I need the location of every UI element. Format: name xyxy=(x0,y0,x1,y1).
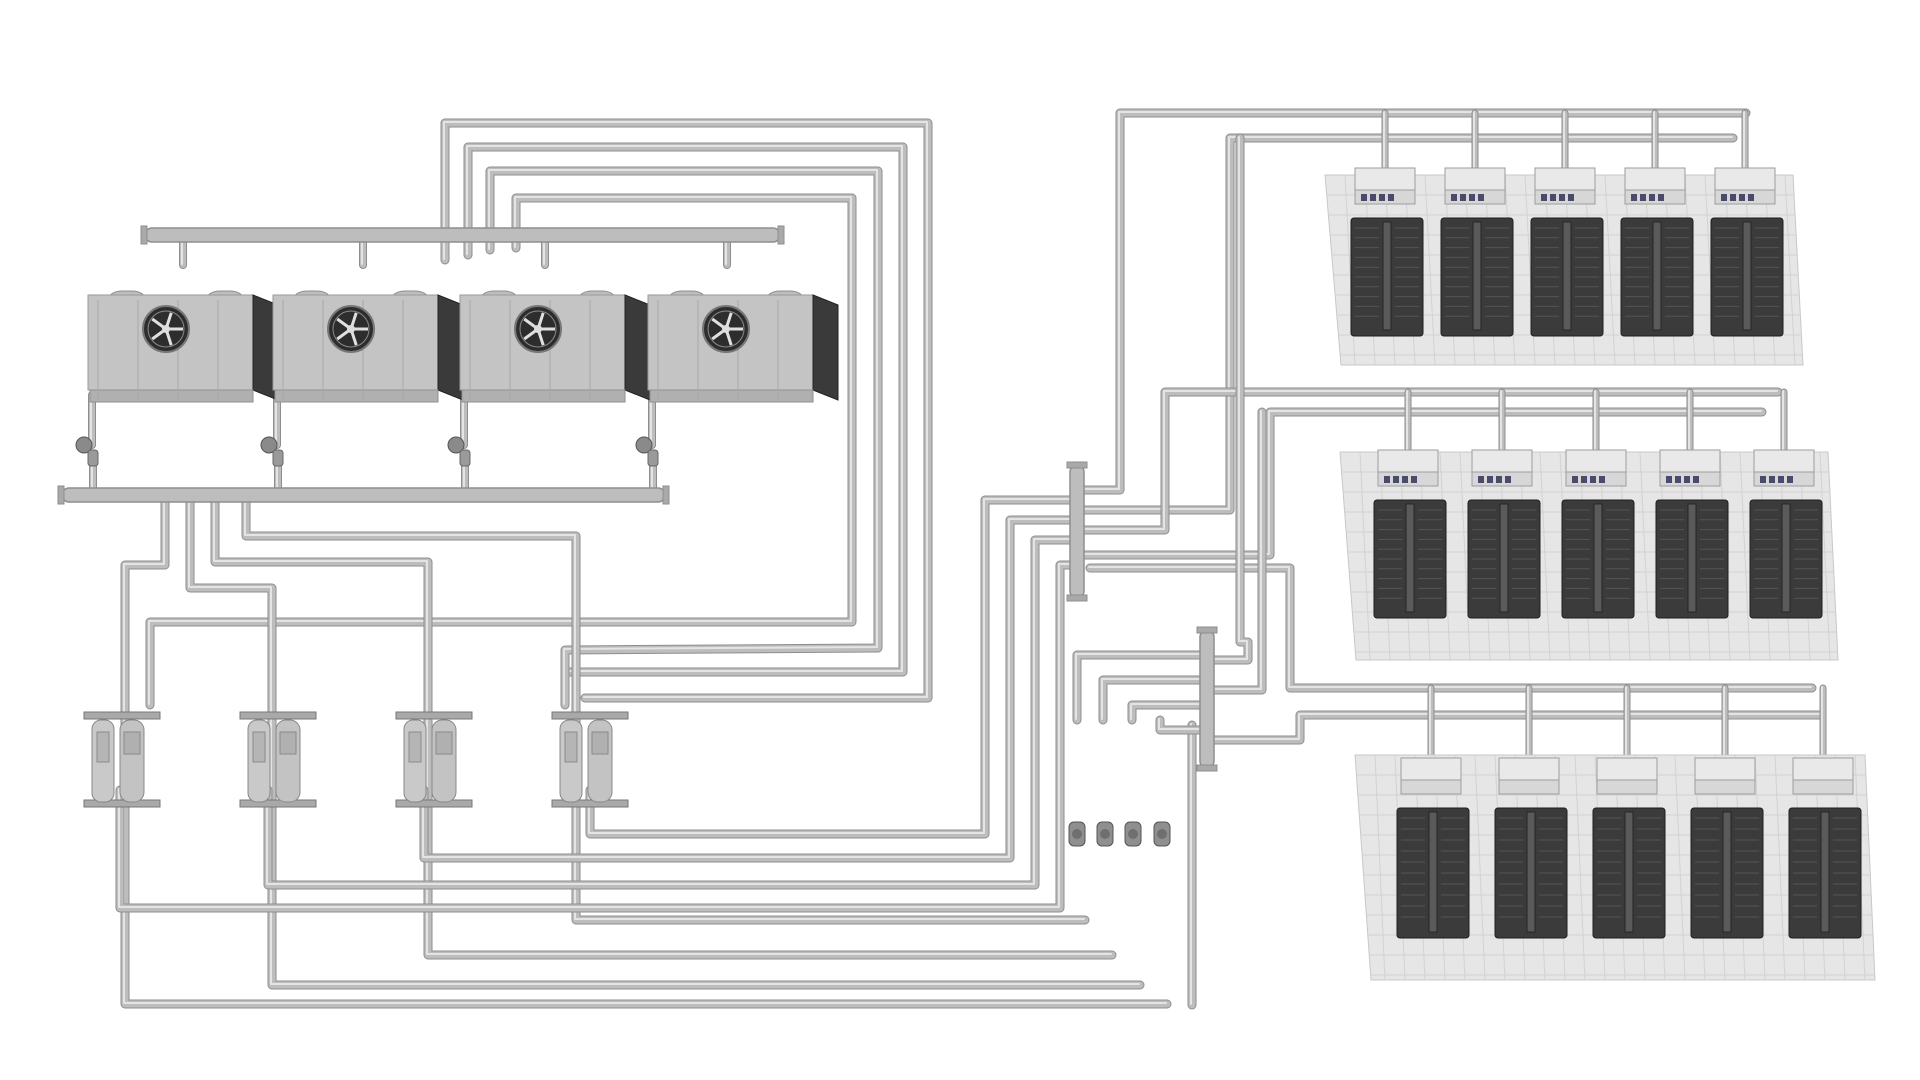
crac-unit xyxy=(1792,757,1854,795)
server-rack xyxy=(1530,217,1604,337)
pipe xyxy=(1077,387,1783,535)
pipe xyxy=(1498,388,1506,454)
pipe xyxy=(1203,133,1253,665)
server-rack xyxy=(1620,217,1694,337)
crac-unit xyxy=(1596,757,1658,795)
pipe xyxy=(1098,675,1205,725)
crac-unit xyxy=(1565,449,1627,487)
pipe-network xyxy=(88,108,1827,1010)
pipe xyxy=(1780,388,1788,454)
pipe xyxy=(1592,388,1600,454)
pipe xyxy=(115,560,1077,913)
pipe xyxy=(440,118,933,703)
pipe xyxy=(1427,684,1435,762)
crac-unit xyxy=(1498,757,1560,795)
pipe xyxy=(120,495,1172,1009)
chiller-3 xyxy=(395,711,473,808)
pipe xyxy=(241,495,1090,925)
pump-1 xyxy=(1068,821,1086,847)
return-manifold xyxy=(57,485,670,505)
pipe xyxy=(1072,650,1205,725)
pipe xyxy=(1686,388,1694,454)
pipe xyxy=(1651,109,1659,172)
supply-manifold xyxy=(140,225,785,245)
server-room-1 xyxy=(1324,167,1804,366)
pipe xyxy=(185,495,1145,990)
server-rack xyxy=(1710,217,1784,337)
pipe xyxy=(1077,407,1767,560)
pipe xyxy=(1381,109,1389,172)
pump-4 xyxy=(1153,821,1171,847)
cooling-tower-4 xyxy=(635,290,839,467)
server-rack xyxy=(1396,807,1470,939)
pipe xyxy=(1741,109,1749,172)
server-rack xyxy=(1561,499,1635,619)
pump-3 xyxy=(1124,821,1142,847)
pipe xyxy=(1525,684,1533,762)
pipe xyxy=(1721,684,1729,762)
pipe xyxy=(145,193,857,710)
pipe xyxy=(263,535,1077,890)
server-rack xyxy=(1690,807,1764,939)
pipe xyxy=(1471,109,1479,172)
pipe xyxy=(210,495,1117,960)
pipe xyxy=(1623,684,1631,762)
crac-unit xyxy=(1694,757,1756,795)
crac-unit xyxy=(1534,167,1596,205)
fan-icon xyxy=(514,305,562,353)
pipe xyxy=(585,495,1077,839)
server-rack xyxy=(1788,807,1862,939)
server-rack xyxy=(1440,217,1514,337)
pipe xyxy=(1203,407,1267,695)
chiller-2 xyxy=(239,711,317,808)
pipe xyxy=(1085,563,1817,693)
pipe xyxy=(1187,720,1197,1010)
fan-icon xyxy=(142,305,190,353)
cooling-tower-1 xyxy=(75,290,279,467)
pipe xyxy=(1404,388,1412,454)
server-rack xyxy=(1373,499,1447,619)
server-room-2 xyxy=(1339,449,1839,661)
distribution-header-1 xyxy=(1066,461,1088,602)
crac-unit xyxy=(1471,449,1533,487)
pipe xyxy=(485,166,883,710)
crac-unit xyxy=(1400,757,1462,795)
cooling-tower-2 xyxy=(260,290,464,467)
server-room-3 xyxy=(1354,754,1876,981)
server-rack xyxy=(1592,807,1666,939)
pipe xyxy=(1203,710,1827,745)
crac-unit xyxy=(1753,449,1815,487)
pipe xyxy=(1127,700,1205,725)
pipe xyxy=(1561,109,1569,172)
crac-unit xyxy=(1377,449,1439,487)
crac-unit xyxy=(1714,167,1776,205)
pump-2 xyxy=(1096,821,1114,847)
crac-unit xyxy=(1444,167,1506,205)
pipe xyxy=(419,515,1077,863)
server-rack xyxy=(1467,499,1541,619)
server-rack xyxy=(1655,499,1729,619)
server-rack xyxy=(1494,807,1568,939)
chiller-1 xyxy=(83,711,161,808)
crac-unit xyxy=(1659,449,1721,487)
pipe xyxy=(1077,108,1751,495)
crac-unit xyxy=(1354,167,1416,205)
pipe xyxy=(1819,684,1827,762)
pipe xyxy=(1077,133,1738,515)
server-rack xyxy=(1749,499,1823,619)
fan-icon xyxy=(702,305,750,353)
distribution-header-2 xyxy=(1196,626,1218,772)
fan-icon xyxy=(327,305,375,353)
crac-unit xyxy=(1624,167,1686,205)
cooling-tower-3 xyxy=(447,290,651,467)
pipe xyxy=(463,142,908,677)
pipe xyxy=(1155,715,1205,735)
server-rack xyxy=(1350,217,1424,337)
chiller-4 xyxy=(551,711,629,808)
